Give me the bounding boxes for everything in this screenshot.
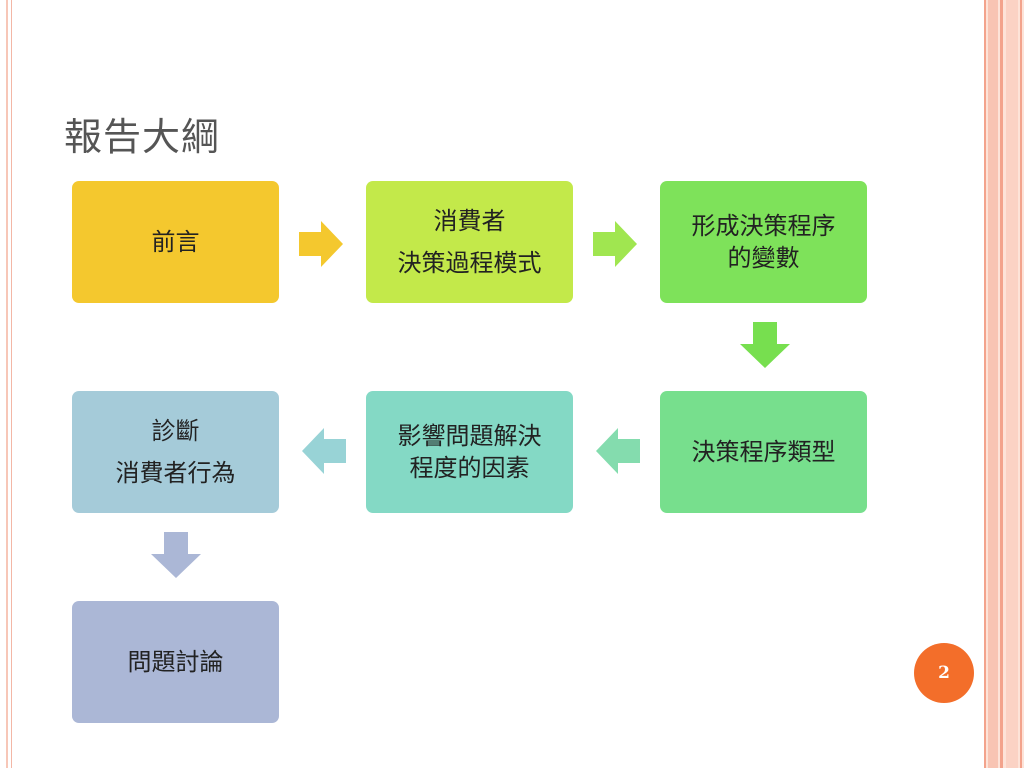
box-preface-line-1: 前言: [151, 227, 200, 256]
box-diagnose-consumer-behavior-line-2: 消費者行為: [115, 459, 236, 487]
frame-stripe: [1020, 0, 1022, 768]
slide-frame-left-stripe: [6, 0, 8, 768]
box-consumer-decision-model-line-1: 消費者: [433, 206, 506, 235]
frame-stripe: [988, 0, 998, 768]
frame-stripe: [1000, 0, 1003, 768]
arrow-right-icon: [299, 221, 343, 267]
arrow-down-icon: [740, 322, 790, 368]
box-decision-variables-line-2: 的變數: [727, 244, 800, 272]
arrow-down-icon: [151, 532, 201, 578]
arrow-right-icon: [593, 221, 637, 267]
slide-title: 報告大綱: [64, 115, 221, 159]
box-diagnose-consumer-behavior-line-1: 診斷: [151, 416, 200, 445]
frame-stripe: [1006, 0, 1018, 768]
box-consumer-decision-model-line-2: 決策過程模式: [397, 249, 542, 277]
box-influencing-factors-line-1: 影響問題解決: [397, 421, 542, 450]
frame-stripe: [984, 0, 986, 768]
page-number-badge: 2: [914, 643, 974, 703]
box-decision-variables: 形成決策程序 的變數: [660, 181, 867, 303]
slide-frame-right: [984, 0, 1024, 768]
box-influencing-factors: 影響問題解決 程度的因素: [366, 391, 573, 513]
box-decision-types-line-1: 決策程序類型: [691, 437, 836, 466]
arrow-left-icon: [302, 428, 346, 474]
box-influencing-factors-line-2: 程度的因素: [409, 454, 530, 482]
box-decision-variables-line-1: 形成決策程序: [691, 211, 836, 240]
box-decision-types: 決策程序類型: [660, 391, 867, 513]
slide-frame-left: [0, 0, 12, 768]
box-consumer-decision-model: 消費者 決策過程模式: [366, 181, 573, 303]
box-problem-discussion-line-1: 問題討論: [127, 647, 224, 676]
box-diagnose-consumer-behavior: 診斷 消費者行為: [72, 391, 279, 513]
box-preface: 前言: [72, 181, 279, 303]
arrow-left-icon: [596, 428, 640, 474]
box-problem-discussion: 問題討論: [72, 601, 279, 723]
